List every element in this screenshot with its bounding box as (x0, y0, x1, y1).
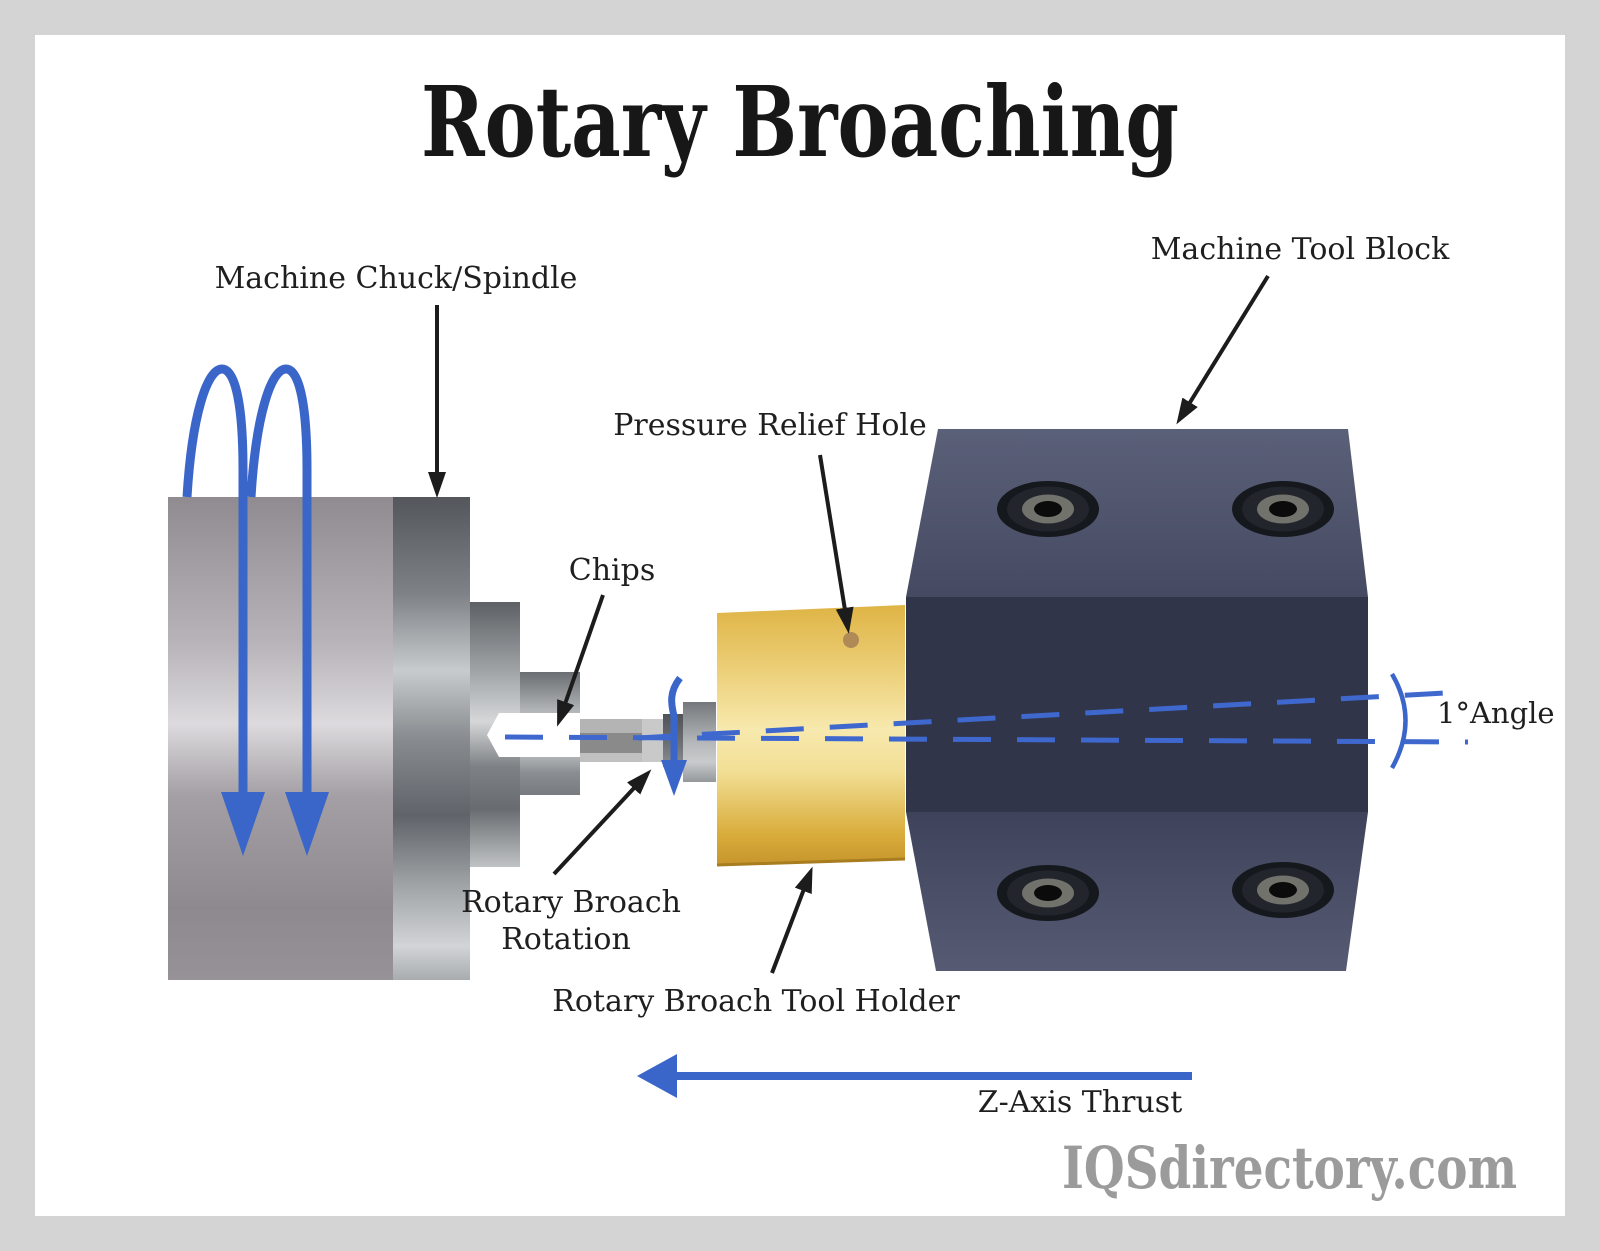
label-pressure-relief-hole: Pressure Relief Hole (613, 408, 927, 443)
holder-annotation-arrow (770, 866, 813, 974)
broach-shaft-top (580, 719, 642, 733)
rotation-arrow-right (246, 364, 312, 795)
label-angle: 1°Angle (1437, 696, 1555, 730)
broach-rotation-arrow-shaft (668, 675, 683, 762)
label-machine-chuck-spindle: Machine Chuck/Spindle (215, 261, 578, 296)
label-rotary-broach-rotation-line2: Rotation (501, 922, 631, 957)
z-axis-arrow-head (637, 1054, 677, 1098)
broach-rotation-arrow-head (661, 760, 687, 796)
tilted-axis-dashed-line (637, 689, 1463, 741)
z-axis-thrust-arrow (637, 1054, 1192, 1098)
block-annotation-arrow (1176, 274, 1270, 425)
screw-hole-bottom-left (997, 865, 1099, 921)
tool-holder-graphic (716, 605, 906, 867)
horizontal-axis-dashed-line (504, 734, 1469, 745)
holder-shank (683, 702, 716, 782)
label-chips: Chips (569, 553, 655, 588)
screw-hole-bottom-right (1232, 862, 1334, 918)
screw-hole-top-right (1232, 481, 1334, 537)
pressure-annotation-arrow (818, 454, 854, 634)
rotation-annotation-arrow (552, 769, 652, 876)
broach-shaft-bottom (580, 753, 642, 762)
label-z-axis-thrust: Z-Axis Thrust (978, 1085, 1183, 1120)
page-title: Rotary Broaching (421, 65, 1179, 179)
rotation-arrow-right-head (285, 792, 329, 856)
annotation-arrows (428, 274, 1270, 974)
label-machine-tool-block: Machine Tool Block (1151, 232, 1450, 267)
chips-annotation-arrow (557, 594, 605, 727)
spindle-rotation-arrows (182, 364, 329, 856)
broach-rotation-arrow (661, 675, 687, 796)
tool-holder-bottom-edge (716, 857, 906, 867)
z-axis-arrow-line (668, 1072, 1192, 1080)
label-rotary-broach-tool-holder: Rotary Broach Tool Holder (552, 984, 960, 1019)
pressure-relief-hole-dot (843, 632, 859, 648)
watermark: IQSdirectory.com (1062, 1134, 1517, 1202)
machine-chuck-spindle-graphic (168, 497, 580, 980)
spindle-body (168, 497, 393, 980)
chuck-plate (393, 497, 470, 980)
tool-holder-body (717, 605, 905, 865)
block-bottom-face (906, 812, 1368, 971)
angle-arc (1390, 672, 1408, 770)
rotation-arrow-left-head (221, 792, 265, 856)
block-front-face (906, 597, 1368, 812)
screw-hole-top-left (997, 481, 1099, 537)
block-top-face (906, 429, 1368, 597)
machine-tool-block-graphic (906, 429, 1368, 971)
broach-neck (642, 719, 663, 762)
label-rotary-broach-rotation-line1: Rotary Broach (461, 885, 681, 920)
axis-lines (504, 672, 1469, 770)
rotation-arrow-left (182, 364, 248, 795)
